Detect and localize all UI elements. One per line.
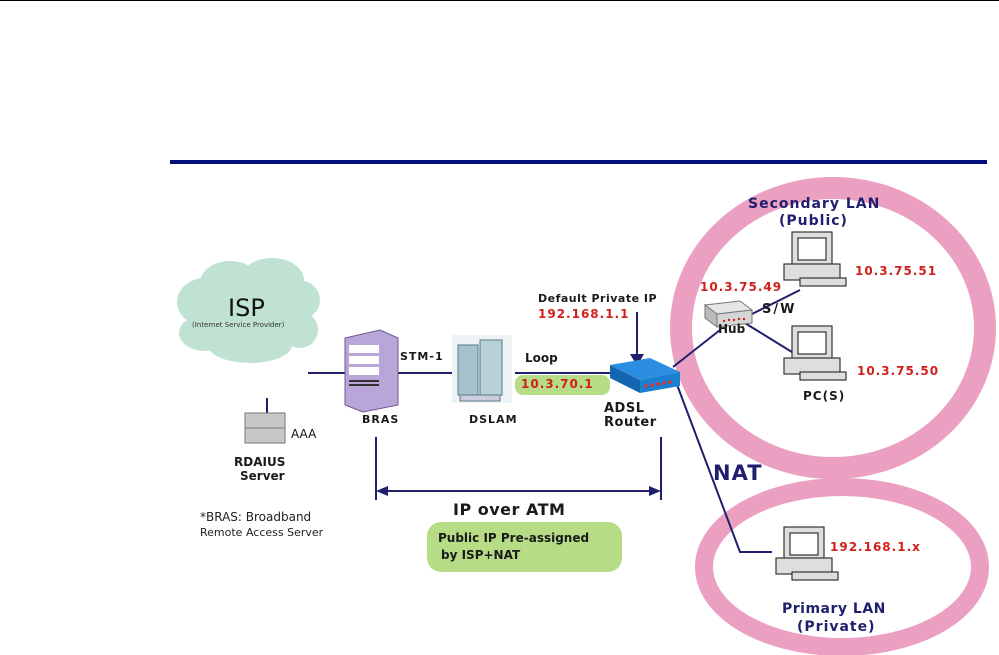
hub-icon [703, 300, 754, 328]
primary-lan-ring [695, 478, 989, 655]
loop-ip: 10.3.70.1 [521, 377, 594, 391]
pc1-ip: 10.3.75.51 [855, 264, 938, 278]
nat-label: NAT [713, 461, 763, 485]
top-rule [0, 0, 999, 1]
router-primary-pc-link [675, 381, 772, 553]
dslam-label: DSLAM [469, 413, 518, 426]
pcs-label: PC(S) [803, 389, 846, 403]
public-ip-line2: by ISP+NAT [441, 548, 521, 562]
primary-pc-ip: 192.168.1.x [830, 540, 921, 554]
bras-server-icon [344, 329, 399, 413]
primary-lan-subtitle: (Private) [797, 619, 876, 635]
public-ip-line1: Public IP Pre-assigned [438, 531, 590, 545]
radius-label-line2: Server [240, 469, 285, 483]
secondary-lan-ring [670, 177, 996, 479]
bras-label: BRAS [362, 413, 400, 426]
arrow-left-icon [376, 486, 388, 496]
stm1-label: STM-1 [400, 350, 444, 363]
section-rule [170, 160, 987, 164]
radius-server-icon [244, 412, 286, 444]
footnote-line2: Remote Access Server [200, 526, 324, 539]
pc-icon-primary [775, 526, 839, 581]
sw-label: S/W [762, 302, 797, 317]
hub-label: Hub [718, 322, 746, 336]
default-ip-caption: Default Private IP [538, 292, 658, 305]
pc-icon-1 [783, 231, 847, 287]
ip-over-atm-label: IP over ATM [453, 500, 566, 519]
router-label-line2: Router [604, 415, 657, 430]
default-ip-value: 192.168.1.1 [538, 307, 630, 321]
pc-icon-2 [783, 325, 847, 381]
loop-ip-pill [515, 375, 610, 395]
primary-lan-title: Primary LAN [782, 601, 886, 617]
isp-subtitle: (Internet Service Provider) [192, 321, 285, 329]
arrow-right-icon [649, 486, 661, 496]
isp-title: ISP [228, 294, 265, 322]
router-label-line1: ADSL [604, 401, 645, 416]
hub-ip: 10.3.75.49 [700, 280, 783, 294]
isp-cloud-icon [177, 258, 320, 363]
pc2-ip: 10.3.75.50 [857, 364, 940, 378]
adsl-router-icon [610, 358, 680, 393]
footnote-line1: *BRAS: Broadband [200, 510, 312, 524]
router-hub-link [672, 329, 721, 368]
radius-label-line1: RDAIUS [234, 455, 286, 469]
public-ip-box [427, 522, 622, 572]
dslam-icon [452, 335, 512, 403]
down-arrow-icon [630, 354, 644, 366]
loop-label: Loop [525, 351, 558, 365]
secondary-lan-title: Secondary LAN [748, 196, 881, 212]
aaa-label: AAA [291, 427, 317, 441]
secondary-lan-subtitle: (Public) [779, 213, 848, 229]
hub-pc2-link [739, 319, 801, 358]
